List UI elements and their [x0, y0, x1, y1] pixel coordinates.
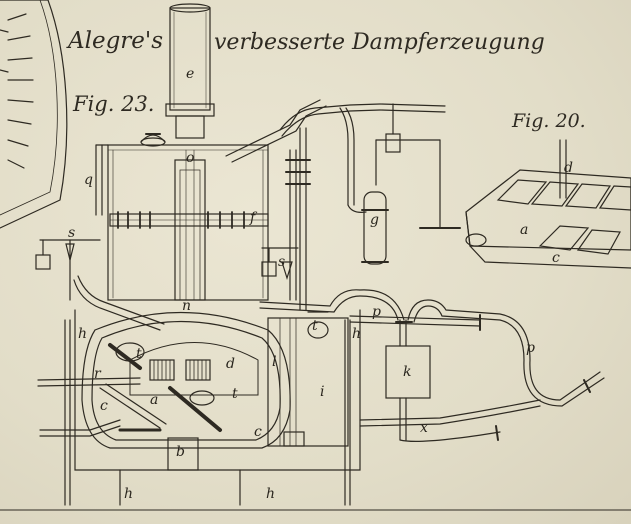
label-e: e: [186, 66, 195, 82]
label-fig20-d: d: [564, 160, 573, 176]
label-x: x: [420, 420, 428, 436]
valve-s-left: [35, 239, 165, 331]
label-h1: h: [78, 326, 88, 342]
chimney: [165, 3, 215, 139]
label-q: q: [84, 172, 93, 188]
title-rest: verbesserte Dampferzeugung: [214, 30, 545, 55]
upper-tank-frame: [95, 99, 327, 301]
label-fig20-a: a: [520, 222, 529, 238]
label-c1: c: [100, 398, 108, 414]
label-n: n: [182, 298, 192, 314]
compass-dial-fragment: [0, 0, 68, 229]
label-o: o: [186, 150, 195, 166]
label-b: b: [176, 444, 185, 460]
water-tank-i: [267, 311, 349, 447]
label-h4: h: [266, 486, 276, 502]
valve-s-right: [261, 247, 299, 281]
label-l: l: [272, 354, 277, 370]
label-p1: p: [372, 304, 381, 320]
label-r: r: [94, 366, 101, 382]
top-pipe-system: [279, 103, 461, 311]
label-t2: t: [232, 386, 238, 402]
boiler-body: [37, 309, 361, 506]
title-name: Alegre's: [68, 28, 164, 54]
label-a: a: [150, 392, 159, 408]
label-d: d: [226, 356, 235, 372]
label-h2: h: [352, 326, 362, 342]
label-f: f: [250, 210, 256, 226]
label-i: i: [320, 384, 325, 400]
grate-fig20: [465, 139, 631, 269]
vessel-g: [361, 191, 389, 265]
label-s2: s: [278, 254, 286, 270]
pipe-system-p: [259, 289, 605, 442]
figure-20-caption: Fig. 20.: [512, 110, 586, 132]
label-p2: p: [526, 340, 535, 356]
label-k: k: [403, 364, 412, 380]
figure-23-caption: Fig. 23.: [73, 92, 155, 116]
label-h3: h: [124, 486, 134, 502]
label-fig20-c: c: [552, 250, 560, 266]
label-g: g: [370, 212, 379, 228]
label-t1: t: [136, 346, 142, 362]
label-s: s: [68, 225, 76, 241]
label-t3: t: [312, 318, 318, 334]
label-c2: c: [254, 424, 262, 440]
